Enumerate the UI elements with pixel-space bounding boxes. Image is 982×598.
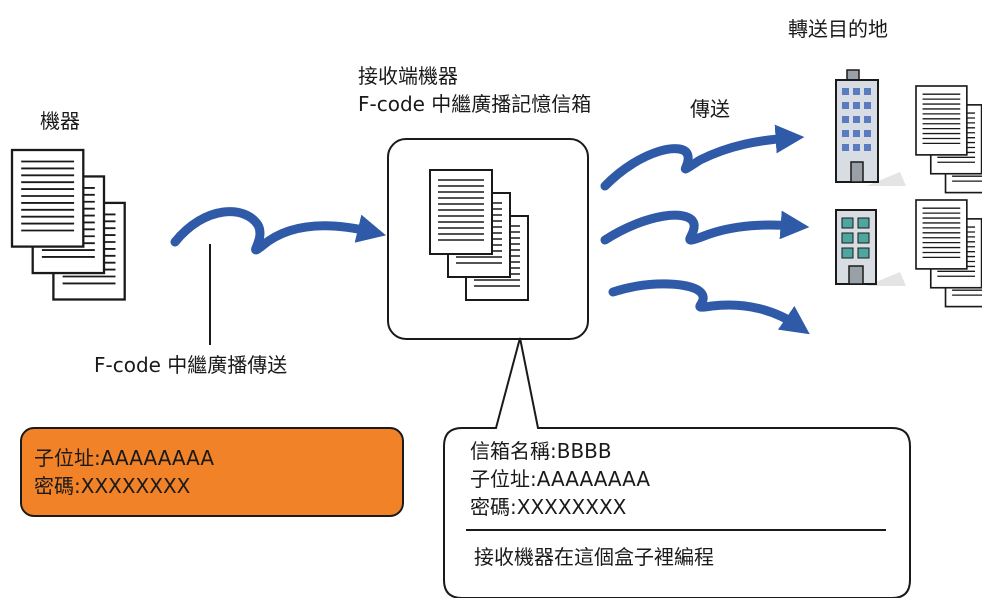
transmit-wave-arrow-icon bbox=[600, 210, 810, 245]
callout-sub-address: 子位址:AAAAAAAA bbox=[470, 467, 651, 491]
sender-sub-address: 子位址:AAAAAAAA bbox=[34, 446, 215, 470]
sender-settings-box: 子位址:AAAAAAAA 密碼:XXXXXXXX bbox=[20, 427, 404, 517]
callout-note: 接收機器在這個盒子裡編程 bbox=[474, 545, 714, 569]
transmit-wave-arrow-icon bbox=[600, 124, 805, 191]
receiving-device-label: 接收端機器 bbox=[358, 64, 458, 88]
destination-label: 轉送目的地 bbox=[788, 17, 888, 41]
destination-document-stack-icon bbox=[916, 200, 982, 307]
relay-mailbox-label: F-code 中繼廣播記憶信箱 bbox=[358, 92, 592, 116]
relay-wave-arrow-icon bbox=[170, 207, 387, 255]
office-building-icon bbox=[835, 69, 906, 186]
building-icon bbox=[835, 209, 906, 286]
callout-box-name: 信箱名稱:BBBB bbox=[470, 439, 612, 463]
destination-document-stack-icon bbox=[916, 86, 982, 193]
relay-transmission-label: F-code 中繼廣播傳送 bbox=[94, 353, 288, 377]
transmit-label: 傳送 bbox=[690, 97, 730, 121]
callout-password: 密碼:XXXXXXXX bbox=[470, 495, 627, 519]
sender-password: 密碼:XXXXXXXX bbox=[34, 474, 191, 498]
source-device-label: 機器 bbox=[40, 109, 80, 133]
transmit-wave-arrow-icon bbox=[608, 279, 810, 335]
source-document-stack-icon bbox=[12, 150, 125, 300]
